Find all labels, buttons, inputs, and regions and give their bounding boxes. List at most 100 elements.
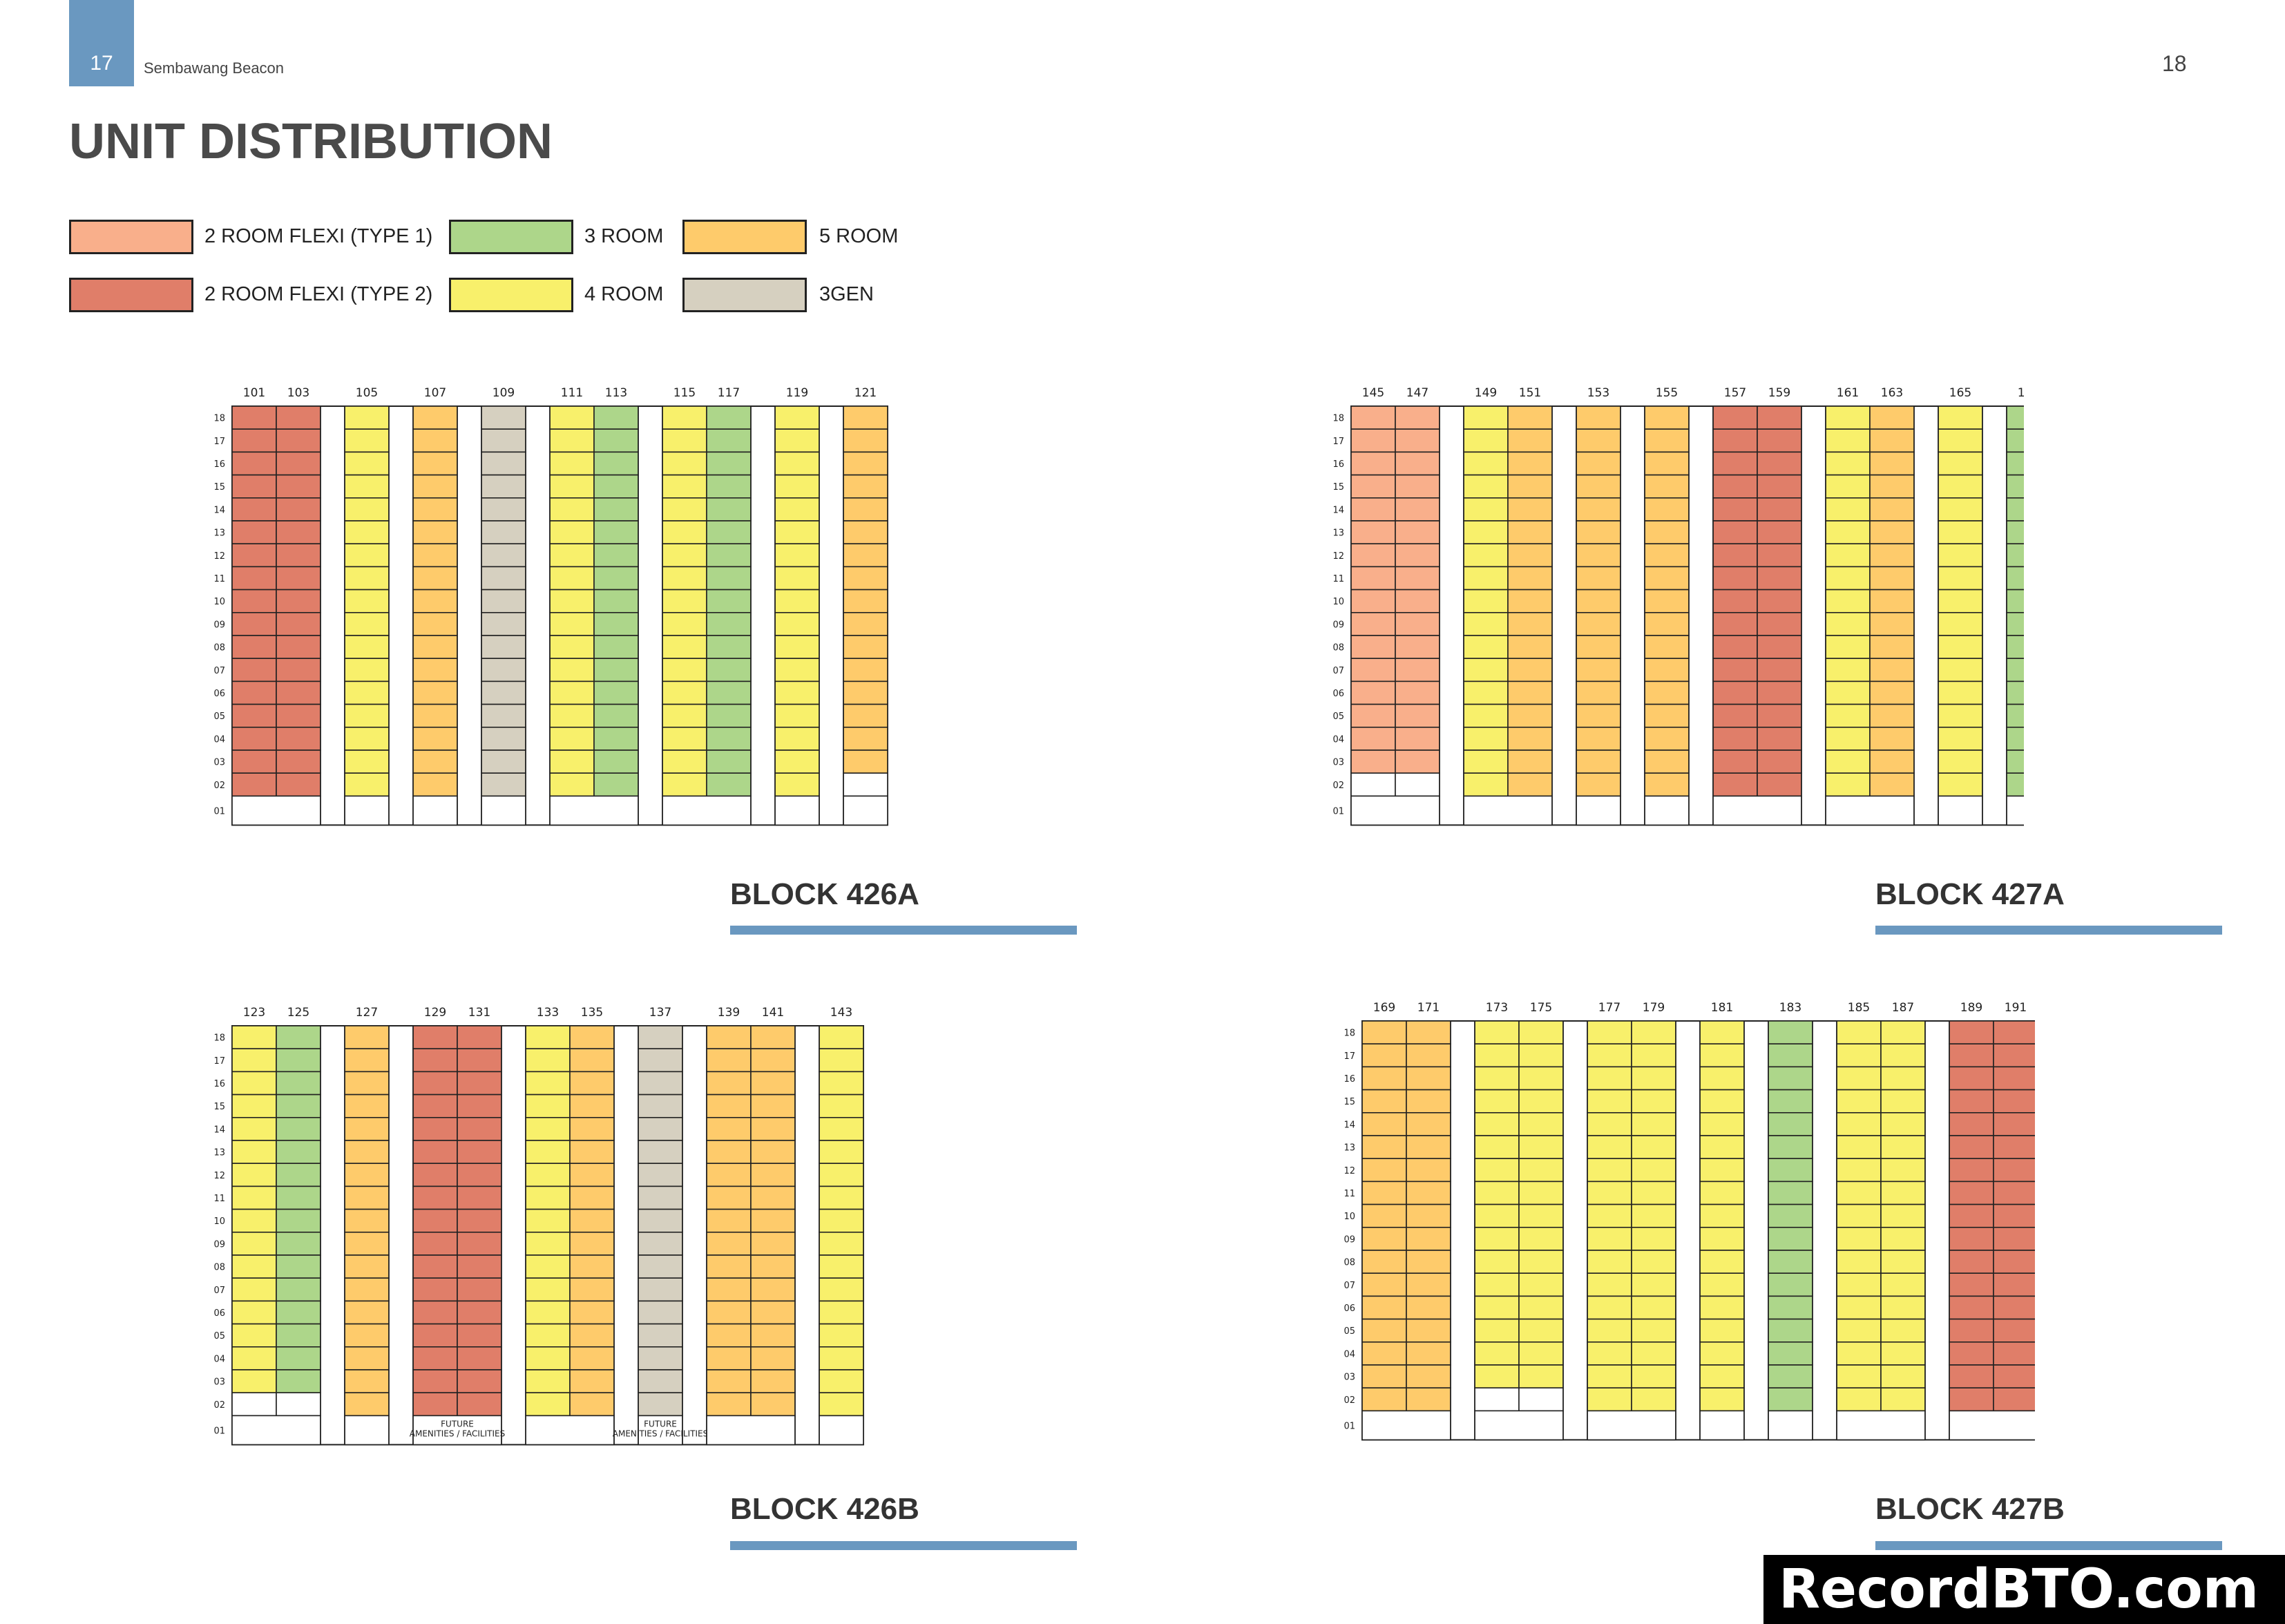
unit-cell xyxy=(706,1208,752,1233)
unit-cell xyxy=(412,1231,458,1256)
unit-cell xyxy=(774,474,820,499)
unit-cell xyxy=(706,1025,752,1050)
unit-cell xyxy=(231,1208,277,1233)
unit-cell xyxy=(457,1093,502,1118)
unit-cell xyxy=(1712,611,1758,636)
unit-cell xyxy=(1768,1250,1813,1274)
unit-cell xyxy=(843,566,888,591)
unit-number-label: 189 xyxy=(1960,1001,1982,1015)
floor-label: 14 xyxy=(1332,505,1344,515)
unit-cell xyxy=(706,405,752,430)
unit-cell xyxy=(1712,726,1758,751)
unit-cell xyxy=(481,543,526,568)
ground-floor-segment xyxy=(412,1415,502,1446)
unit-cell xyxy=(457,1117,502,1141)
unit-cell xyxy=(1644,451,1690,476)
unit-cell xyxy=(1474,1318,1520,1343)
unit-cell xyxy=(1631,1135,1676,1160)
floor-label: 18 xyxy=(213,414,225,424)
unit-cell xyxy=(1361,1295,1407,1320)
unit-cell xyxy=(481,405,526,430)
unit-cell xyxy=(1474,1226,1520,1251)
unit-cell xyxy=(1518,1135,1564,1160)
unit-cell xyxy=(1757,428,1802,453)
ground-floor-segment xyxy=(1474,1410,1564,1441)
unit-cell xyxy=(344,1071,390,1096)
unit-cell xyxy=(1587,1066,1632,1091)
unit-cell xyxy=(1361,1203,1407,1228)
unit-cell xyxy=(1880,1089,1926,1114)
floor-label: 07 xyxy=(1332,666,1344,676)
unit-cell xyxy=(819,1117,864,1141)
unit-cell xyxy=(231,611,277,636)
unit-cell xyxy=(843,405,888,430)
unit-cell xyxy=(1587,1295,1632,1320)
ground-floor-segment xyxy=(1576,795,1621,826)
unit-cell xyxy=(706,1323,752,1348)
unit-cell xyxy=(843,428,888,453)
unit-cell xyxy=(569,1093,615,1118)
unit-cell xyxy=(1768,1181,1813,1205)
unit-cell xyxy=(1712,703,1758,728)
floor-label: 03 xyxy=(1344,1373,1355,1383)
unit-cell xyxy=(1836,1226,1882,1251)
unit-cell xyxy=(1631,1226,1676,1251)
unit-cell xyxy=(457,1140,502,1165)
unit-cell xyxy=(569,1185,615,1210)
unit-cell xyxy=(1587,1250,1632,1274)
unit-cell xyxy=(1631,1020,1676,1045)
unit-cell xyxy=(549,405,595,430)
unit-cell xyxy=(2006,474,2024,499)
unit-cell xyxy=(1712,772,1758,797)
unit-cell xyxy=(750,1369,796,1394)
unit-cell xyxy=(774,772,820,797)
unit-cell xyxy=(1712,658,1758,682)
unit-cell xyxy=(662,497,707,522)
unit-cell xyxy=(1993,1112,2035,1136)
unit-cell xyxy=(1587,1341,1632,1366)
unit-cell xyxy=(706,428,752,453)
unit-cell xyxy=(1395,451,1440,476)
unit-cell xyxy=(1406,1112,1451,1136)
unit-cell xyxy=(1880,1295,1926,1320)
unit-cell xyxy=(1350,703,1396,728)
ground-floor-segment xyxy=(1350,795,1440,826)
unit-cell xyxy=(706,1231,752,1256)
unit-cell xyxy=(1395,405,1440,430)
unit-cell xyxy=(344,1025,390,1050)
floor-label: 12 xyxy=(1344,1166,1355,1176)
unit-cell xyxy=(750,1117,796,1141)
unit-number-label: 135 xyxy=(581,1006,603,1020)
unit-cell xyxy=(1949,1250,1994,1274)
unit-cell xyxy=(412,1369,458,1394)
unit-cell xyxy=(457,1231,502,1256)
unit-cell xyxy=(276,1117,321,1141)
unit-cell xyxy=(843,543,888,568)
unit-cell xyxy=(1350,474,1396,499)
unit-cell xyxy=(1757,680,1802,705)
unit-cell xyxy=(344,589,390,613)
unit-cell xyxy=(276,726,321,751)
unit-cell xyxy=(1757,635,1802,660)
floor-label: 12 xyxy=(213,551,225,562)
floor-label: 16 xyxy=(1332,459,1344,470)
floor-label: 10 xyxy=(1332,597,1344,607)
unit-cell xyxy=(2006,749,2024,774)
unit-cell xyxy=(638,1025,683,1050)
unit-cell xyxy=(231,474,277,499)
unit-cell xyxy=(706,1093,752,1118)
unit-cell xyxy=(1350,520,1396,545)
ground-floor-segment xyxy=(843,795,888,826)
unit-number-label: 151 xyxy=(1519,386,1541,400)
unit-cell xyxy=(638,1048,683,1073)
unit-cell xyxy=(843,611,888,636)
unit-cell xyxy=(569,1277,615,1302)
unit-cell xyxy=(344,1254,390,1279)
unit-cell xyxy=(231,1117,277,1141)
unit-cell xyxy=(1938,703,1983,728)
floor-label: 01 xyxy=(213,1426,225,1436)
unit-cell xyxy=(1350,635,1396,660)
unit-cell xyxy=(1474,1250,1520,1274)
unit-cell xyxy=(1825,474,1871,499)
unit-number-label: 187 xyxy=(1892,1001,1914,1015)
